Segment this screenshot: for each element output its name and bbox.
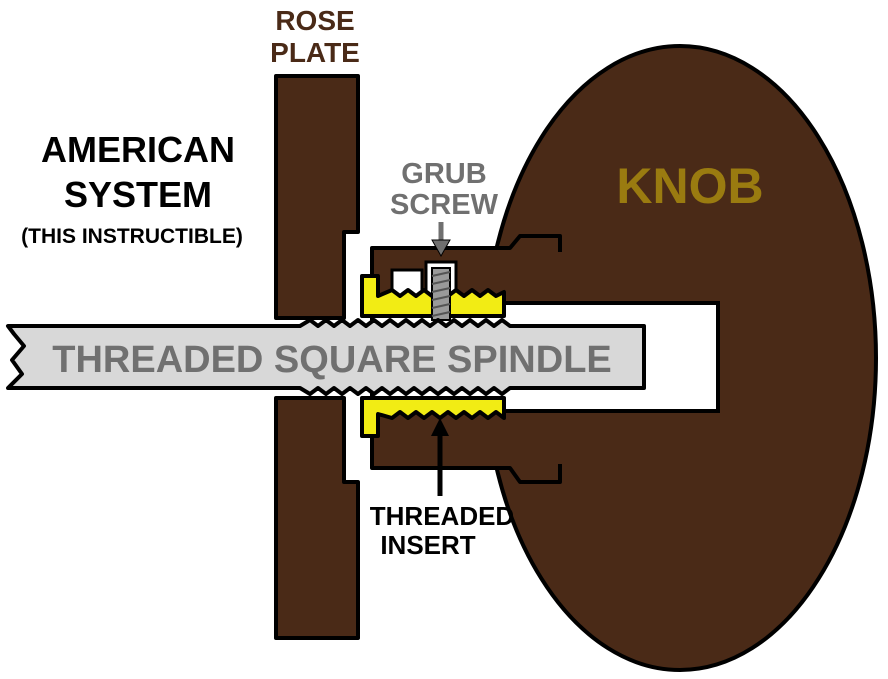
grub-screw-label-line1: GRUB: [401, 158, 486, 190]
american-system-label-line2: SYSTEM: [64, 174, 212, 215]
rose-plate: [274, 74, 360, 640]
rose-plate-lower: [274, 396, 360, 640]
spindle-label: THREADED SQUARE SPINDLE: [52, 339, 612, 381]
grub-screw-label-line2: SCREW: [390, 189, 499, 221]
grub-screw-arrow: [431, 222, 451, 258]
american-system-note: (THIS INSTRUCTIBLE): [21, 225, 243, 248]
spindle-body: [6, 318, 646, 396]
american-system-label-line1: AMERICAN: [41, 129, 235, 170]
rose-plate-upper: [274, 74, 360, 320]
rose-plate-label-line2: PLATE: [270, 37, 360, 68]
rose-plate-label-line1: ROSE: [275, 5, 354, 36]
threaded-insert-label-line2: INSERT: [380, 530, 475, 560]
threaded-insert-label-line1: THREADED: [370, 501, 514, 531]
grub-screw: [431, 267, 451, 321]
threaded-insert-arrow: [431, 418, 449, 496]
knob-label: KNOB: [616, 158, 763, 214]
threaded-square-spindle: [6, 318, 646, 396]
